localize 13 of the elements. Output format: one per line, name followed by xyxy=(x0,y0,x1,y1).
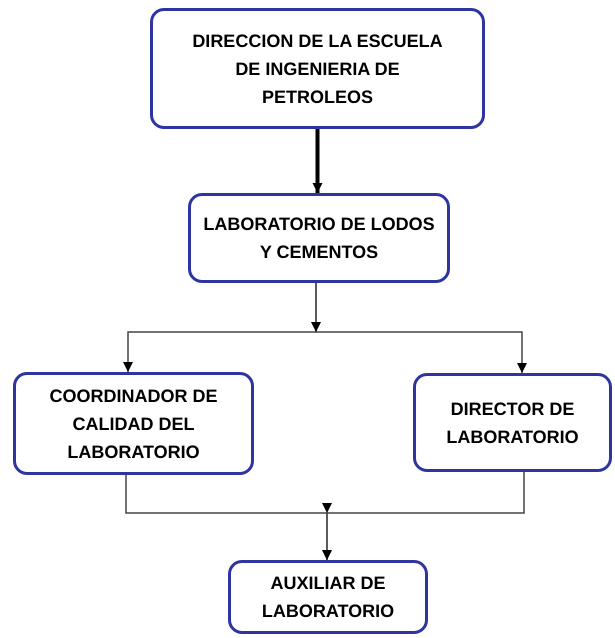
connector-arrow xyxy=(315,283,527,373)
process-box xyxy=(228,560,428,634)
box-label: LABORATORIO DE LODOS Y CEMENTOS xyxy=(203,213,435,264)
connector-arrow xyxy=(322,472,525,560)
box-label: DIRECTOR DE LABORATORIO xyxy=(445,398,580,448)
box-label: AUXILIAR DE LABORATORIO xyxy=(260,572,396,623)
process-box xyxy=(150,8,485,129)
process-box xyxy=(413,373,612,472)
connector-arrow xyxy=(312,129,322,193)
process-box xyxy=(188,193,450,283)
box-label: DIRECCION DE LA ESCUELA DE INGENIERIA DE PETROLEOS xyxy=(191,30,444,108)
box-label: COORDINADOR DE CALIDAD DEL LABORATORIO xyxy=(48,384,218,464)
process-box xyxy=(13,372,254,475)
